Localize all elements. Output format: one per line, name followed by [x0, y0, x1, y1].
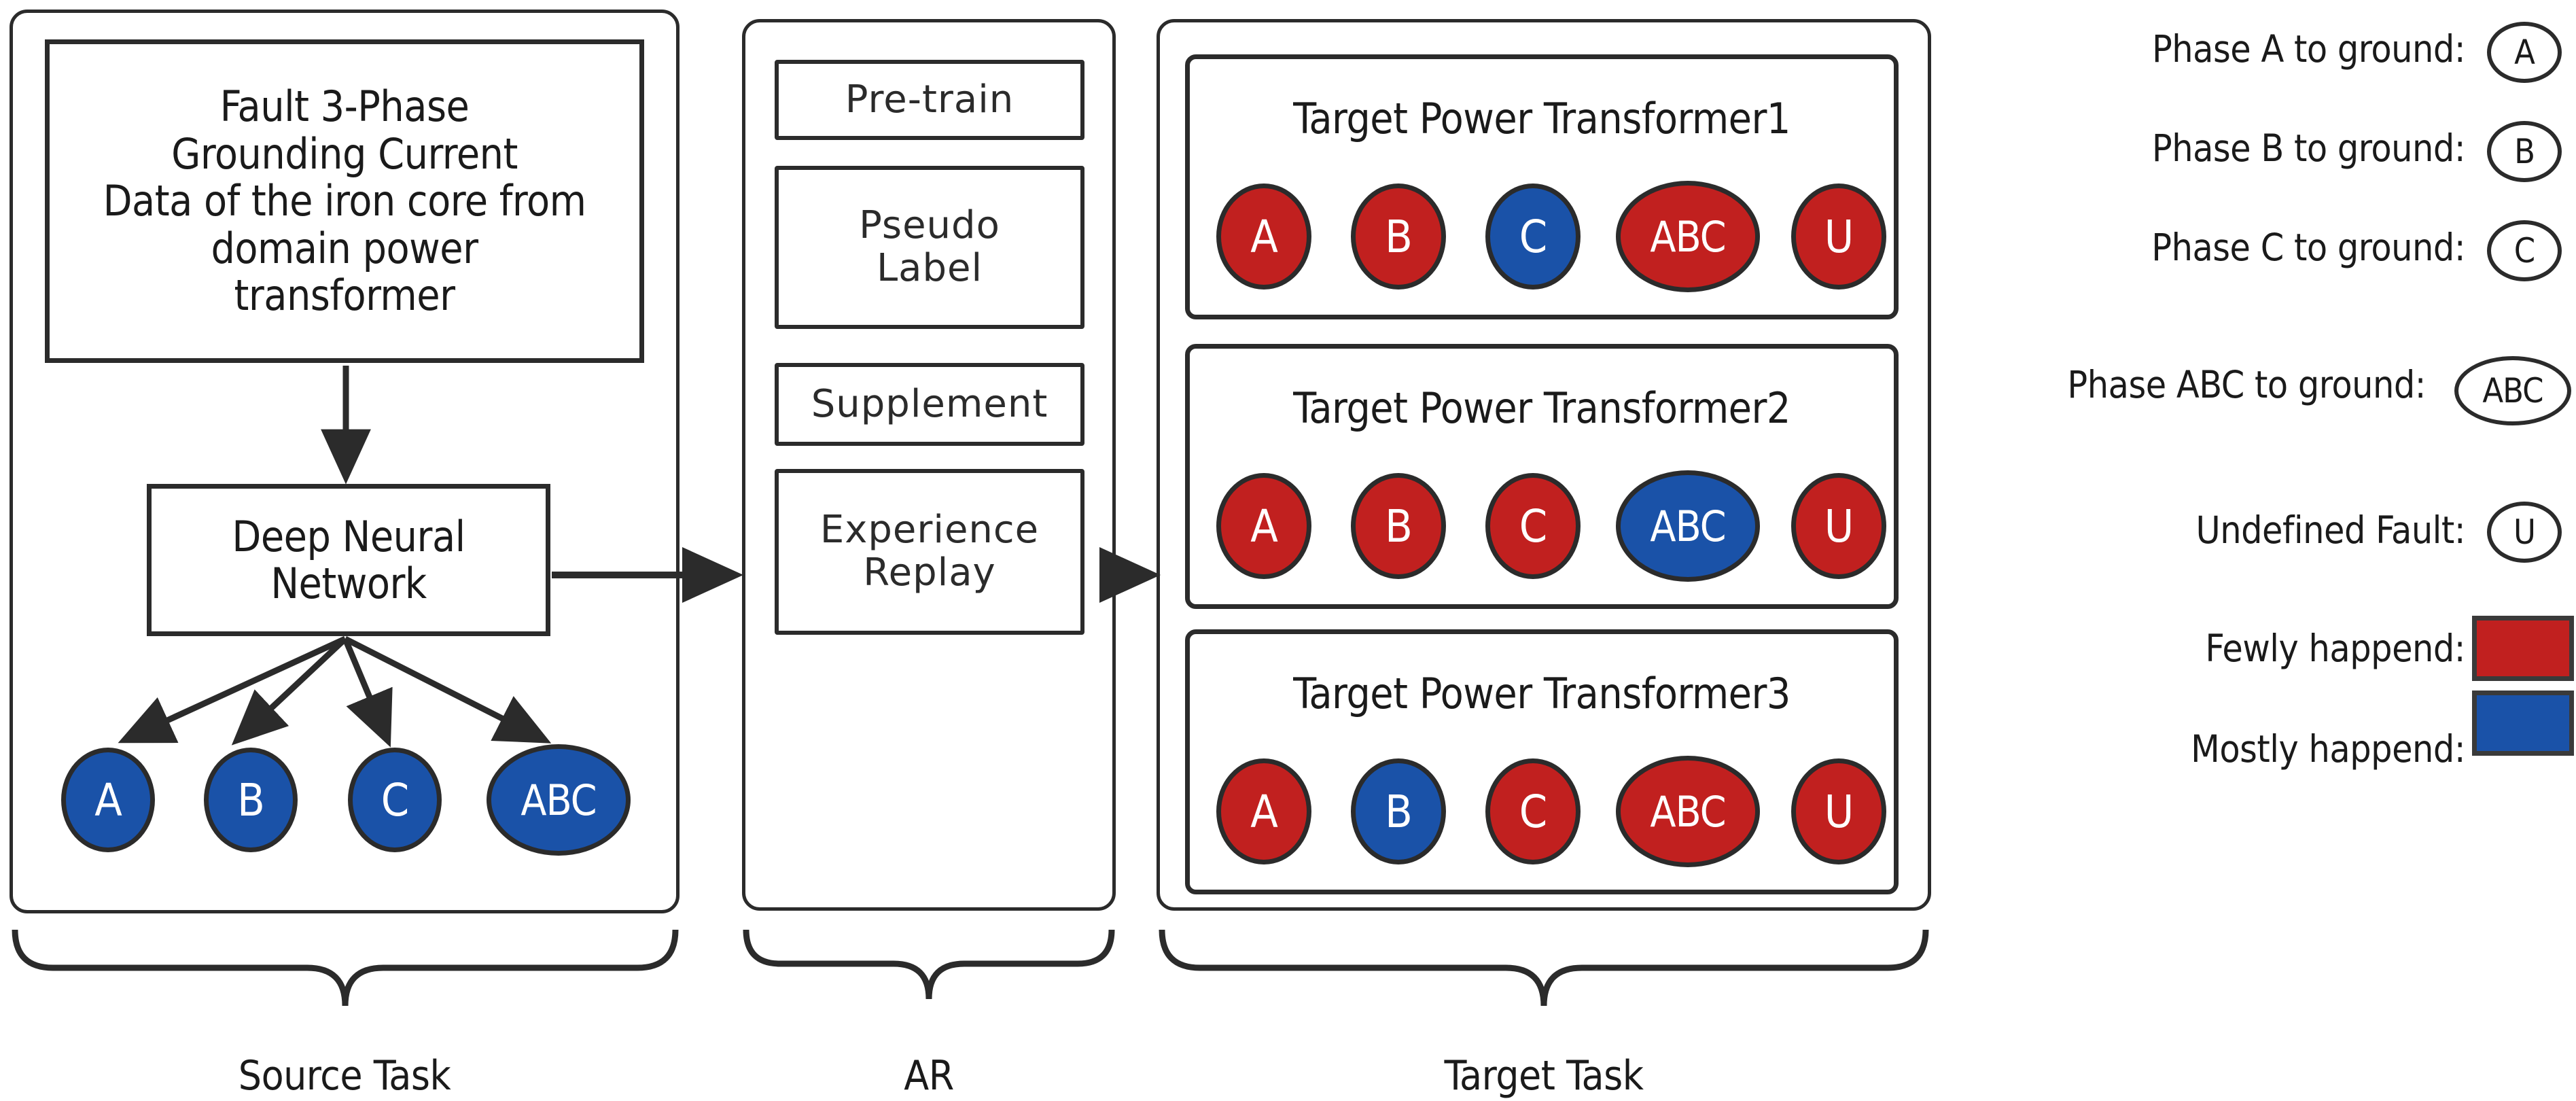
caption-source-task: Source Task	[238, 1052, 451, 1100]
caption-target-task: Target Task	[1444, 1052, 1644, 1100]
brace-target-task	[1159, 929, 1929, 1007]
legend-symbol-phase-b: B	[2487, 121, 2562, 182]
target-transformer-2-title: Target Power Transformer2	[1293, 383, 1790, 433]
target3-node-abc: ABC	[1616, 756, 1760, 867]
ar-step-supplement: Supplement	[775, 363, 1084, 446]
legend-label-mostly-happend: Mostly happend:	[2191, 727, 2465, 771]
caption-ar: AR	[904, 1052, 954, 1100]
target3-node-u: U	[1791, 758, 1886, 864]
source-node-c-label: C	[381, 773, 409, 826]
deep-neural-network-label: Deep Neural Network	[232, 511, 465, 608]
legend-symbol-phase-b-text: B	[2514, 132, 2535, 171]
target3-node-b: B	[1351, 758, 1446, 864]
target3-node-a: A	[1216, 758, 1311, 864]
brace-ar	[743, 929, 1115, 1000]
target1-node-c: C	[1485, 184, 1581, 290]
legend-symbol-phase-a-text: A	[2514, 33, 2535, 72]
source-node-abc: ABC	[487, 744, 631, 856]
ar-step-experience-replay-label: Experience Replay	[819, 508, 1040, 595]
legend-symbol-phase-abc: ABC	[2454, 356, 2571, 425]
target3-node-u-label: U	[1824, 785, 1854, 838]
source-node-a: A	[61, 748, 155, 852]
target1-node-abc: ABC	[1616, 181, 1760, 292]
source-node-c: C	[348, 748, 442, 852]
source-node-abc-label: ABC	[521, 775, 597, 825]
legend-symbol-undefined-text: U	[2513, 512, 2536, 552]
legend-symbol-phase-c: C	[2487, 220, 2562, 281]
legend-symbol-phase-a: A	[2487, 22, 2562, 83]
target2-node-a-label: A	[1250, 500, 1278, 553]
ar-step-pre-train-label: Pre-train	[845, 77, 1014, 122]
target1-node-abc-label: ABC	[1650, 211, 1726, 262]
target1-node-b: B	[1351, 184, 1446, 290]
legend-label-phase-b: Phase B to ground:	[2151, 126, 2466, 170]
target1-node-u: U	[1791, 184, 1886, 290]
target2-node-abc: ABC	[1616, 470, 1760, 582]
target2-node-u: U	[1791, 473, 1886, 579]
legend-symbol-phase-c-text: C	[2513, 231, 2535, 270]
target-transformer-3-title: Target Power Transformer3	[1293, 669, 1790, 718]
legend-label-undefined: Undefined Fault:	[2195, 508, 2466, 552]
target1-node-a: A	[1216, 184, 1311, 290]
source-node-a-label: A	[94, 773, 122, 826]
target2-node-a: A	[1216, 473, 1311, 579]
target3-node-c: C	[1485, 758, 1581, 864]
legend-label-phase-a: Phase A to ground:	[2151, 27, 2466, 71]
target2-node-u-label: U	[1824, 500, 1854, 553]
ar-step-pseudo-label: Pseudo Label	[775, 166, 1084, 329]
source-data-text: Fault 3-Phase Grounding Current Data of …	[103, 82, 586, 321]
target2-node-abc-label: ABC	[1650, 501, 1726, 551]
ar-step-pseudo-label-label: Pseudo Label	[859, 203, 1000, 290]
target3-node-abc-label: ABC	[1650, 786, 1726, 837]
legend-symbol-phase-abc-text: ABC	[2482, 371, 2543, 410]
deep-neural-network-box: Deep Neural Network	[147, 484, 550, 636]
target3-node-b-label: B	[1385, 785, 1413, 838]
legend-label-fewly-happend: Fewly happend:	[2205, 627, 2465, 670]
legend-symbol-undefined: U	[2487, 502, 2562, 563]
legend-swatch-mostly-happend	[2472, 691, 2574, 756]
source-node-b: B	[204, 748, 298, 852]
target1-node-c-label: C	[1519, 210, 1547, 263]
source-node-b-label: B	[237, 773, 265, 826]
ar-panel	[742, 19, 1116, 911]
brace-source-task	[12, 929, 679, 1007]
target1-node-a-label: A	[1250, 210, 1278, 263]
target1-node-u-label: U	[1824, 210, 1854, 263]
target2-node-b-label: B	[1385, 500, 1413, 553]
target2-node-b: B	[1351, 473, 1446, 579]
target2-node-c: C	[1485, 473, 1581, 579]
source-data-box: Fault 3-Phase Grounding Current Data of …	[45, 39, 644, 363]
legend-swatch-fewly-happend	[2472, 616, 2574, 681]
target2-node-c-label: C	[1519, 500, 1547, 553]
ar-step-supplement-label: Supplement	[811, 381, 1048, 426]
target-transformer-1-title: Target Power Transformer1	[1293, 94, 1790, 143]
target1-node-b-label: B	[1385, 210, 1413, 263]
ar-step-pre-train: Pre-train	[775, 60, 1084, 140]
target3-node-c-label: C	[1519, 785, 1547, 838]
ar-step-experience-replay: Experience Replay	[775, 469, 1084, 635]
legend-label-phase-c: Phase C to ground:	[2151, 226, 2465, 269]
legend-label-phase-abc: Phase ABC to ground:	[2067, 363, 2426, 406]
target3-node-a-label: A	[1250, 785, 1278, 838]
